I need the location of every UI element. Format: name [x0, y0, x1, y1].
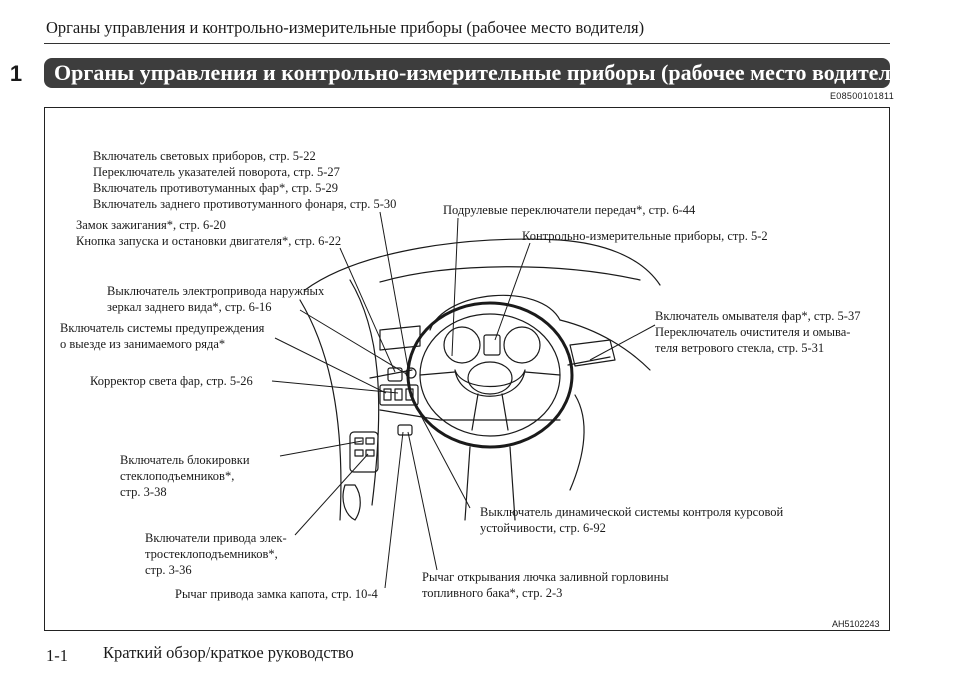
- callout-text: теля ветрового стекла, стр. 5-31: [655, 341, 825, 355]
- panel-button: [383, 388, 392, 401]
- callout-text: топливного бака*, стр. 2-3: [422, 586, 563, 600]
- window-switch-panel: [349, 431, 379, 473]
- tachometer-gauge: [443, 326, 481, 364]
- leader-line-lights: [379, 211, 409, 369]
- leader-line-ignition: [339, 247, 396, 373]
- leader-line-headlight-leveling: [271, 380, 399, 394]
- steering-spoke: [419, 371, 456, 376]
- chapter-tab: 1: [0, 54, 32, 94]
- callout-ignition: Замок зажигания*, стр. 6-20 Кнопка запус…: [76, 217, 341, 249]
- figure-frame: [44, 107, 890, 631]
- callout-text: Включатель заднего противотуманного фона…: [93, 197, 397, 211]
- steering-airbag: [467, 361, 513, 395]
- leader-line-fuel-lever: [407, 431, 438, 571]
- steering-wheel-inner: [419, 313, 561, 437]
- leader-line-window-lock: [279, 440, 363, 457]
- header-rule: [44, 43, 890, 44]
- steering-spoke: [524, 371, 561, 376]
- footer-title: Краткий обзор/краткое руководство: [103, 643, 354, 662]
- door-panel: [299, 299, 342, 521]
- document-code: E08500101811: [830, 91, 894, 101]
- callout-text: Включатели привода элек-: [145, 531, 287, 545]
- callout-fuel-lever: Рычаг открывания лючка заливной горловин…: [422, 569, 669, 601]
- leader-line-paddle-shifters: [451, 217, 459, 357]
- callout-power-windows: Включатели привода элек- тростеклоподъем…: [145, 530, 287, 578]
- left-air-vent: [379, 325, 421, 351]
- callout-text: стеклоподъемников*,: [120, 469, 235, 483]
- callout-text: стр. 3-36: [145, 563, 192, 577]
- callout-text: зеркал заднего вида*, стр. 6-16: [107, 300, 272, 314]
- callout-text: Включатель блокировки: [120, 453, 250, 467]
- callout-text: Выключатель электропривода наружных: [107, 284, 325, 298]
- callout-text: Подрулевые переключатели передач*, стр. …: [443, 203, 696, 217]
- callout-text: Замок зажигания*, стр. 6-20: [76, 218, 226, 232]
- callout-window-lock: Включатель блокировки стеклоподъемников*…: [120, 452, 250, 500]
- callout-text: стр. 3-38: [120, 485, 167, 499]
- callout-text: тростеклоподъемников*,: [145, 547, 278, 561]
- speedometer-gauge: [503, 326, 541, 364]
- left-control-panel: [379, 384, 419, 406]
- panel-button: [394, 388, 403, 401]
- running-header: Органы управления и контрольно-измерител…: [46, 18, 645, 37]
- door-panel: [349, 279, 380, 506]
- steering-spoke: [501, 393, 509, 431]
- steering-spoke: [471, 393, 479, 431]
- callout-lights-group: Включатель световых приборов, стр. 5-22 …: [93, 148, 396, 212]
- callout-text: Рычаг открывания лючка заливной горловин…: [422, 570, 669, 584]
- right-dash-vent: [569, 339, 616, 367]
- mirror-switch: [405, 367, 417, 379]
- callout-text: Переключатель указателей поворота, стр. …: [93, 165, 340, 179]
- callout-text: устойчивости, стр. 6-92: [480, 521, 606, 535]
- window-switch: [354, 437, 364, 445]
- page-number: 1-1: [46, 646, 68, 665]
- leader-line-washer: [589, 324, 656, 361]
- callout-stability: Выключатель динамической системы контрол…: [480, 504, 783, 536]
- figure-code: AH5102243: [832, 619, 880, 629]
- callout-headlight-leveling: Корректор света фар, стр. 5-26: [90, 373, 253, 389]
- callout-parking-warning: Включатель системы предупреждения о выез…: [60, 320, 264, 352]
- steering-wheel: [406, 301, 574, 449]
- ignition-button: [387, 367, 403, 382]
- section-title: Органы управления и контрольно-измерител…: [54, 60, 911, 85]
- callout-text: Включатель системы предупреждения: [60, 321, 265, 335]
- callout-text: о выезде из занимаемого ряда*: [60, 337, 226, 351]
- info-display: [483, 334, 501, 356]
- door-handle: [342, 484, 361, 521]
- callout-washer: Включатель омывателя фар*, стр. 5-37 Пер…: [655, 308, 860, 356]
- callout-text: Выключатель динамической системы контрол…: [480, 505, 784, 519]
- panel-button: [405, 388, 414, 401]
- callout-mirrors: Выключатель электропривода наружных зерк…: [107, 283, 324, 315]
- dashboard-outline: [304, 238, 661, 291]
- callout-text: Контрольно-измерительные приборы, стр. 5…: [522, 229, 768, 243]
- leader-line-hood-lever: [384, 431, 404, 589]
- callout-hood-lever: Рычаг привода замка капота, стр. 10-4: [175, 586, 378, 602]
- steering-hub: [454, 369, 526, 397]
- callout-instruments: Контрольно-измерительные приборы, стр. 5…: [522, 228, 768, 244]
- window-switch: [365, 449, 375, 457]
- section-title-bar: Органы управления и контрольно-измерител…: [44, 58, 910, 88]
- leader-line-mirrors: [299, 309, 409, 376]
- leader-line-stability: [409, 394, 471, 509]
- callout-text: Переключатель очистителя и омыва-: [655, 325, 851, 339]
- lower-dash: [379, 409, 561, 421]
- right-dash: [559, 319, 651, 371]
- hood-release-lever: [397, 424, 413, 436]
- callout-text: Включатель омывателя фар*, стр. 5-37: [655, 309, 861, 323]
- steering-column: [464, 446, 516, 521]
- callout-text: Кнопка запуска и остановки двигателя*, с…: [76, 234, 342, 248]
- callout-paddle-shifters: Подрулевые переключатели передач*, стр. …: [443, 202, 695, 218]
- window-switch: [365, 437, 375, 445]
- leader-line-parking-warning: [274, 337, 387, 394]
- dashboard-outline: [379, 266, 641, 283]
- leader-line-power-windows: [294, 453, 369, 536]
- callout-text: Рычаг привода замка капота, стр. 10-4: [175, 587, 378, 601]
- callout-text: Включатель световых приборов, стр. 5-22: [93, 149, 316, 163]
- callout-text: Включатель противотуманных фар*, стр. 5-…: [93, 181, 339, 195]
- leader-line-instruments: [494, 242, 531, 341]
- callout-text: Корректор света фар, стр. 5-26: [90, 374, 253, 388]
- window-switch: [354, 449, 364, 457]
- right-dash: [569, 394, 585, 491]
